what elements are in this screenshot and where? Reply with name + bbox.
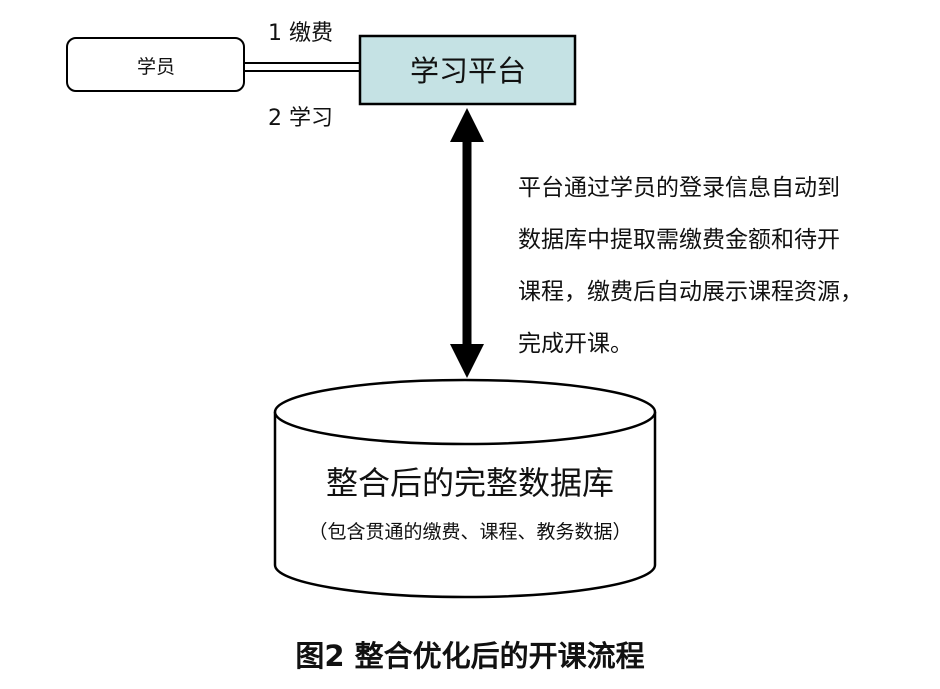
database-cylinder [273,378,657,599]
arrow-head-up [450,108,484,142]
database-top [273,378,657,446]
description-line: 数据库中提取需缴费金额和待开 [518,227,840,253]
database-title: 整合后的完整数据库 [325,464,614,502]
description-text: 平台通过学员的登录信息自动到 数据库中提取需缴费金额和待开 课程，缴费后自动展示… [518,162,918,370]
student-label: 学员 [136,56,175,78]
bidirectional-arrow [450,108,484,378]
arrow-head-down [450,344,484,378]
description-line: 平台通过学员的登录信息自动到 [518,175,840,201]
platform-box [358,34,577,106]
student-box [66,37,245,92]
pay-label: 1 缴费 [268,21,333,46]
description-line: 完成开课。 [518,331,633,357]
description-line: 课程，缴费后自动展示课程资源， [518,279,863,305]
learn-label: 2 学习 [268,106,333,131]
database-subtitle: （包含贯通的缴费、课程、教务数据） [308,521,632,543]
platform-label: 学习平台 [409,54,526,88]
figure-caption: 图2 整合优化后的开课流程 [295,639,645,673]
